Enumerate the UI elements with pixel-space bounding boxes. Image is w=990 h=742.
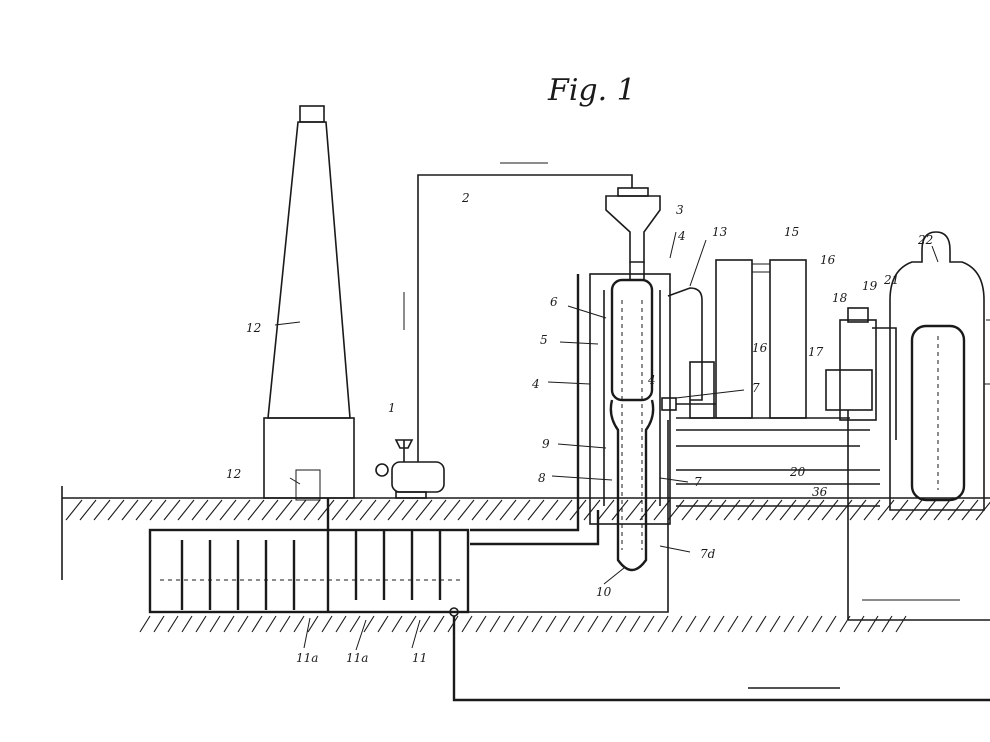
unit-17 bbox=[825, 369, 873, 411]
chimney bbox=[263, 105, 355, 501]
label-15: 15 bbox=[784, 225, 799, 239]
label-11a-left: 11a bbox=[296, 651, 318, 665]
label-4b: 4 bbox=[531, 377, 540, 391]
label-4c: 4 bbox=[647, 373, 656, 387]
label-2: 2 bbox=[461, 191, 470, 205]
label-18: 18 bbox=[832, 291, 848, 305]
label-3: 3 bbox=[676, 203, 684, 217]
leader-lines bbox=[274, 231, 939, 651]
label-21: 21 bbox=[883, 273, 899, 287]
vessel-22 bbox=[889, 231, 990, 511]
small-vessel bbox=[676, 361, 716, 419]
return-line bbox=[452, 616, 990, 702]
label-5: 5 bbox=[540, 333, 548, 347]
tank-16 bbox=[751, 259, 807, 419]
label-17: 17 bbox=[808, 345, 824, 359]
figure-title: Fig. 1 bbox=[547, 73, 636, 108]
label-12: 12 bbox=[226, 467, 241, 481]
label-13: 13 bbox=[712, 225, 728, 239]
label-4a: 4 bbox=[677, 229, 686, 243]
label-7: 7 bbox=[752, 381, 760, 395]
pump bbox=[375, 439, 445, 499]
label-11: 11 bbox=[412, 651, 427, 665]
unit-18 bbox=[839, 307, 877, 421]
label-9: 9 bbox=[542, 437, 550, 451]
label-19: 19 bbox=[862, 279, 878, 293]
label-20: 20 bbox=[789, 465, 806, 479]
pipes-20-36 bbox=[676, 417, 880, 507]
label-6: 6 bbox=[550, 295, 558, 309]
hopper bbox=[605, 187, 661, 280]
tank-13 bbox=[715, 259, 753, 419]
settling-basin bbox=[148, 498, 470, 617]
label-16: 16 bbox=[820, 253, 836, 267]
label-7d: 7d bbox=[700, 547, 716, 561]
pipe-19 bbox=[847, 327, 990, 621]
label-16a: 16 bbox=[752, 341, 768, 355]
label-36: 36 bbox=[812, 485, 828, 499]
kiln-column bbox=[468, 273, 703, 613]
label-22: 22 bbox=[917, 233, 933, 247]
pipe-2 bbox=[403, 162, 633, 462]
label-1: 1 bbox=[388, 401, 396, 415]
label-8: 8 bbox=[538, 471, 546, 485]
label-7a: 7 bbox=[694, 475, 702, 489]
reference-labels: 1 2 3 4 4 4 5 6 7 7 7d 8 9 10 11 11a 11a… bbox=[226, 191, 933, 665]
ground bbox=[61, 486, 990, 633]
label-12a: 12 bbox=[246, 321, 261, 335]
label-11a-right: 11a bbox=[346, 651, 368, 665]
label-10: 10 bbox=[596, 585, 612, 599]
